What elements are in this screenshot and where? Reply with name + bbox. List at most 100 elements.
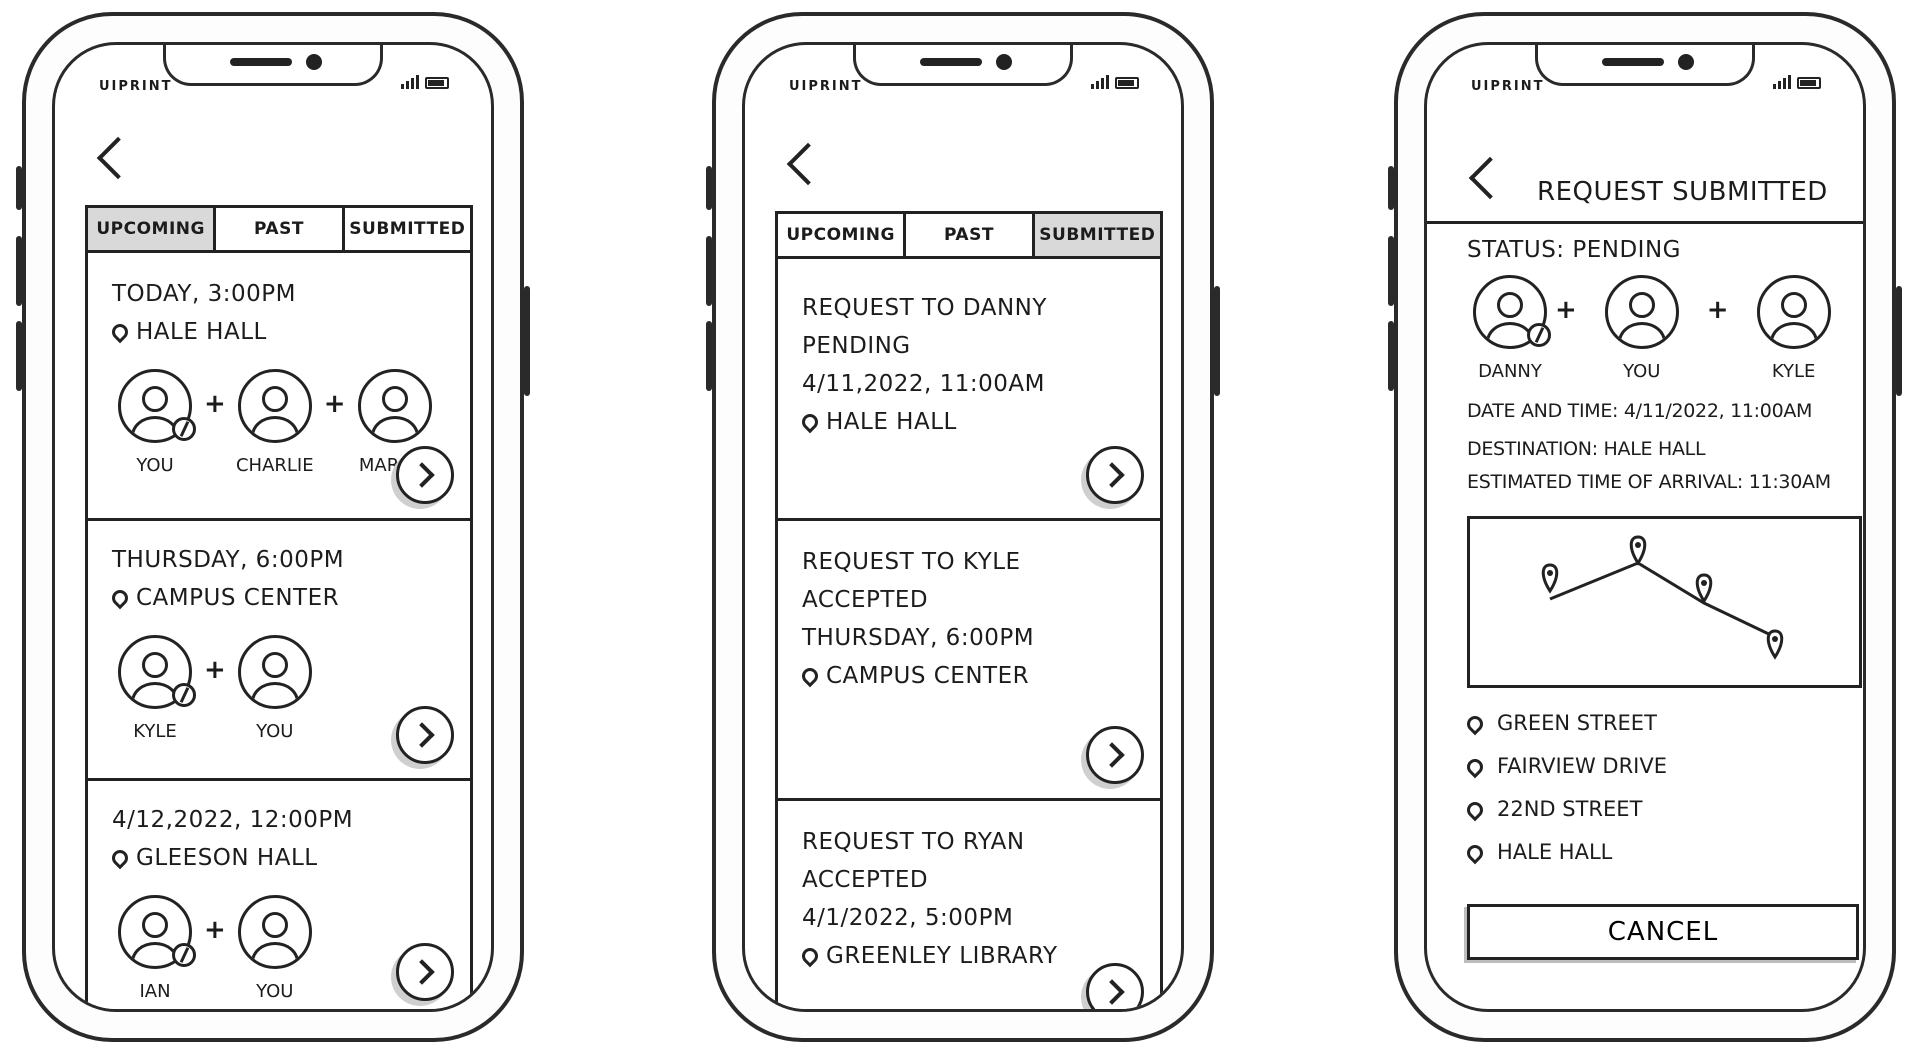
chevron-right-icon <box>1099 462 1125 488</box>
participant-name: IAN <box>139 981 171 1002</box>
mute-switch <box>1388 166 1394 210</box>
camera <box>1678 54 1694 70</box>
phone-submitted: UIPRINT UPCOMING PAST SUBMITTED REQUEST … <box>706 12 1220 1042</box>
participant-name: KYLE <box>133 721 177 742</box>
mute-switch <box>706 166 712 210</box>
list-item[interactable]: REQUEST TO KYLE ACCEPTED THURSDAY, 6:00P… <box>778 521 1160 801</box>
participants: IAN + YOU <box>112 895 470 1002</box>
open-details-button[interactable] <box>396 943 454 1001</box>
participant-name: KYLE <box>1771 361 1816 382</box>
tab-bar: UPCOMING PAST SUBMITTED <box>85 205 473 253</box>
camera <box>996 54 1012 70</box>
tab-upcoming[interactable]: UPCOMING <box>778 214 907 256</box>
route-map[interactable] <box>1467 516 1862 688</box>
participant: YOU <box>112 369 198 476</box>
camera <box>306 54 322 70</box>
open-details-button[interactable] <box>1086 446 1144 504</box>
mute-switch <box>16 166 22 210</box>
list-item[interactable]: REQUEST TO DANNY PENDING 4/11,2022, 11:0… <box>778 259 1160 521</box>
page-title: REQUEST SUBMITTED <box>1537 177 1828 207</box>
open-details-button[interactable] <box>396 706 454 764</box>
back-chevron-icon[interactable] <box>786 142 830 186</box>
screen: UIPRINT UPCOMING PAST SUBMITTED REQUEST … <box>742 42 1184 1012</box>
stop-label: FAIRVIEW DRIVE <box>1497 754 1668 778</box>
date-time-text: DATE AND TIME: 4/11/2022, 11:00AM <box>1467 400 1813 422</box>
tab-upcoming[interactable]: UPCOMING <box>88 208 217 250</box>
signal-icon <box>1773 75 1791 89</box>
screen: UIPRINT UPCOMING PAST SUBMITTED TODAY, 3… <box>52 42 494 1012</box>
open-details-button[interactable] <box>1086 963 1144 1009</box>
open-details-button[interactable] <box>396 446 454 504</box>
event-time: 4/12,2022, 12:00PM <box>112 807 354 833</box>
volume-down-button <box>16 321 22 391</box>
chevron-right-icon <box>1099 742 1125 768</box>
back-chevron-icon[interactable] <box>96 136 140 180</box>
avatar <box>357 369 432 443</box>
location-pin-icon <box>1463 841 1487 864</box>
cancel-button[interactable]: CANCEL <box>1467 904 1859 960</box>
participant: YOU <box>1599 275 1685 382</box>
speaker <box>230 58 292 66</box>
map-pin-icon <box>1541 563 1559 594</box>
request-location: HALE HALL <box>798 403 1160 441</box>
route-stops: GREEN STREET FAIRVIEW DRIVE 22ND STREET … <box>1463 702 1853 874</box>
open-details-button[interactable] <box>1086 726 1144 784</box>
plus-icon: + <box>204 655 226 685</box>
upcoming-list: TODAY, 3:00PM HALE HALL YOU + CHARLIE <box>85 253 473 1009</box>
driver-badge-icon <box>1527 323 1551 347</box>
request-status: ACCEPTED <box>802 587 929 613</box>
location-pin-icon <box>108 586 132 610</box>
tab-past[interactable]: PAST <box>906 214 1035 256</box>
location-pin-icon <box>798 664 822 688</box>
battery-icon <box>425 77 449 89</box>
status-icons <box>401 75 449 89</box>
brand-label: UIPRINT <box>789 79 863 94</box>
participant-name: YOU <box>1623 361 1661 382</box>
event-time: TODAY, 3:00PM <box>112 281 296 307</box>
tab-past[interactable]: PAST <box>216 208 345 250</box>
header-divider <box>1427 221 1863 224</box>
request-status: ACCEPTED <box>802 867 929 893</box>
battery-icon <box>1115 77 1139 89</box>
request-time: 4/11,2022, 11:00AM <box>802 371 1045 397</box>
back-chevron-icon[interactable] <box>1468 156 1512 200</box>
notch <box>1535 45 1755 86</box>
avatar <box>118 369 192 443</box>
location-label: HALE HALL <box>136 319 267 345</box>
volume-up-button <box>1388 236 1394 306</box>
list-item[interactable]: TODAY, 3:00PM HALE HALL YOU + CHARLIE <box>88 253 470 521</box>
location-pin-icon <box>1463 712 1487 735</box>
avatar <box>1604 275 1679 349</box>
map-pin-icon <box>1629 535 1647 566</box>
stop-label: 22ND STREET <box>1497 797 1643 821</box>
location-pin-icon <box>798 944 822 968</box>
chevron-right-icon <box>409 722 435 748</box>
screen: UIPRINT REQUEST SUBMITTED STATUS: PENDIN… <box>1424 42 1866 1012</box>
list-item: 22ND STREET <box>1463 788 1853 831</box>
list-item[interactable]: 4/12,2022, 12:00PM GLEESON HALL IAN + YO… <box>88 781 470 1009</box>
list-item[interactable]: REQUEST TO RYAN ACCEPTED 4/1/2022, 5:00P… <box>778 801 1160 1009</box>
location-label: HALE HALL <box>826 409 957 435</box>
phone-request-detail: UIPRINT REQUEST SUBMITTED STATUS: PENDIN… <box>1388 12 1902 1042</box>
event-location: HALE HALL <box>108 313 470 351</box>
tab-bar: UPCOMING PAST SUBMITTED <box>775 211 1163 259</box>
participants: DANNY + YOU + KYLE <box>1467 275 1853 382</box>
list-item: HALE HALL <box>1463 831 1853 874</box>
driver-badge-icon <box>172 417 196 441</box>
location-pin-icon <box>108 846 132 870</box>
location-pin-icon <box>1463 755 1487 778</box>
status-icons <box>1773 75 1821 89</box>
participant-name: DANNY <box>1478 361 1542 382</box>
location-label: GREENLEY LIBRARY <box>826 943 1058 969</box>
volume-down-button <box>1388 321 1394 391</box>
tab-submitted[interactable]: SUBMITTED <box>349 219 466 239</box>
battery-icon <box>1797 77 1821 89</box>
stop-label: HALE HALL <box>1497 840 1613 864</box>
participants: YOU + CHARLIE + MARINA <box>112 369 470 476</box>
stop-label: GREEN STREET <box>1497 711 1657 735</box>
list-item[interactable]: THURSDAY, 6:00PM CAMPUS CENTER KYLE + YO… <box>88 521 470 781</box>
participant: KYLE <box>112 635 198 742</box>
tab-submitted[interactable]: SUBMITTED <box>1034 214 1160 256</box>
participant: MARINA <box>352 369 438 476</box>
volume-up-button <box>706 236 712 306</box>
